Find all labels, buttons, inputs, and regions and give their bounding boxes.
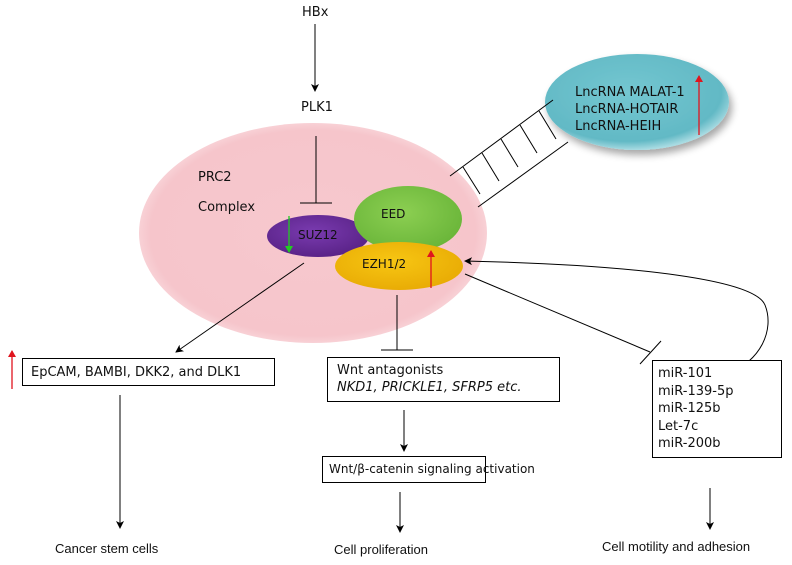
mirna-to-ezh-feedback-arrow <box>464 257 769 374</box>
suz12-to-targets-arrow <box>175 262 305 353</box>
cell-motility-label: Cell motility and adhesion <box>602 539 751 554</box>
let-7c: Let-7c <box>658 418 699 434</box>
wnt-activation-text: Wnt/β-catenin signaling activation <box>329 462 535 476</box>
lncrna-heih: LncRNA-HEIH <box>575 119 662 134</box>
wnt-activation-box: Wnt/β-catenin signaling activation <box>322 456 535 483</box>
complex-label: Complex <box>198 200 256 215</box>
mirna-125b: miR-125b <box>658 401 721 416</box>
mirna-200b: miR-200b <box>658 436 721 451</box>
eed-label: EED <box>381 207 406 221</box>
lncrna-ellipse <box>545 54 729 150</box>
ezh-label: EZH1/2 <box>362 257 407 271</box>
lncrna-hotair: LncRNA-HOTAIR <box>575 102 679 117</box>
plk1-label: PLK1 <box>301 100 333 115</box>
ezh-inhibits-mirnas <box>464 273 662 365</box>
prc2-label: PRC2 <box>198 170 232 185</box>
eed-ellipse <box>354 186 462 252</box>
mirna-101: miR-101 <box>658 366 713 381</box>
ladder-connector <box>449 99 569 208</box>
wnt-antagonists-title: Wnt antagonists <box>337 363 444 378</box>
mirna-box: miR-101 miR-139-5p miR-125b Let-7c miR-2… <box>652 360 782 458</box>
cancer-stem-cells-label: Cancer stem cells <box>55 541 159 556</box>
hbx-label: HBx <box>302 5 329 20</box>
targets-text: EpCAM, BAMBI, DKK2, and DLK1 <box>31 365 242 380</box>
ezh-inhibits-wnt-antagonists <box>381 295 413 351</box>
mirna-139-5p: miR-139-5p <box>658 383 734 399</box>
lncrna-malat1: LncRNA MALAT-1 <box>575 85 685 100</box>
targets-box: EpCAM, BAMBI, DKK2, and DLK1 <box>22 358 275 386</box>
wnt-antagonists-box: Wnt antagonists NKD1, PRICKLE1, SFRP5 et… <box>327 357 560 402</box>
cell-proliferation-label: Cell proliferation <box>334 542 428 557</box>
lncrna-list: LncRNA MALAT-1 LncRNA-HOTAIR LncRNA-HEIH <box>575 84 685 135</box>
plk1-inhibits-suz12 <box>300 136 332 204</box>
wnt-antagonists-genes: NKD1, PRICKLE1, SFRP5 etc. <box>337 380 522 395</box>
suz12-label: SUZ12 <box>298 228 338 242</box>
